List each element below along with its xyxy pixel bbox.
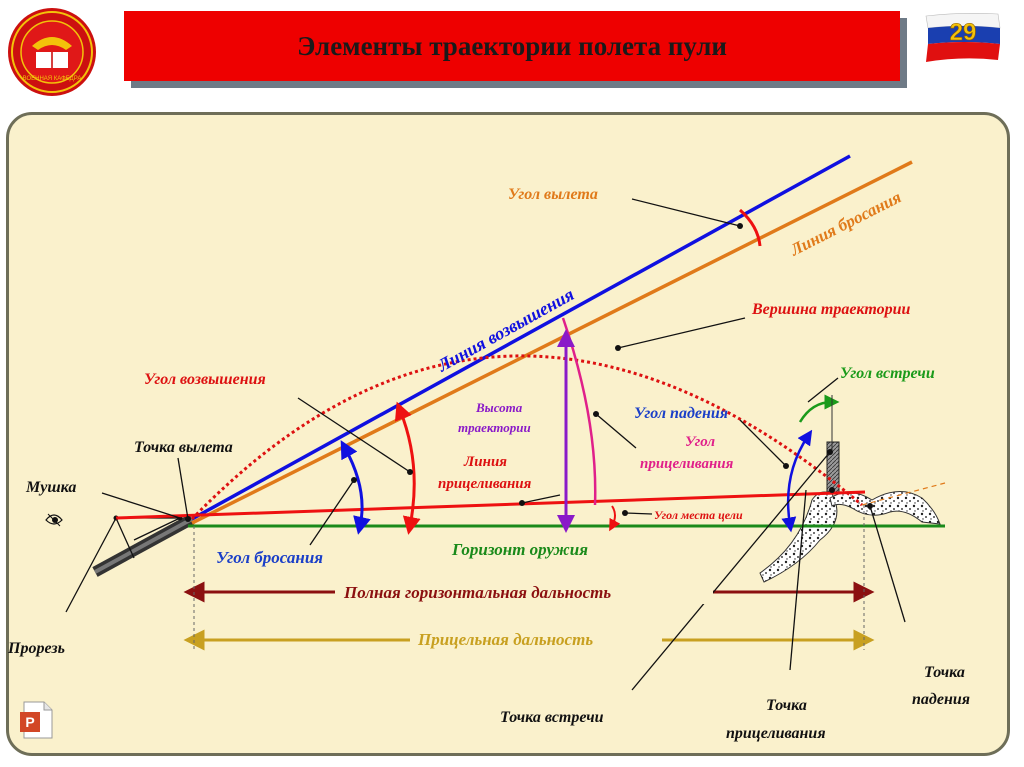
label-aiming-angle-line1: Угол [685, 434, 715, 450]
marker-points [185, 223, 873, 522]
elevation-angle-point [407, 469, 413, 475]
departure-point [185, 516, 191, 522]
sight-frame-1 [115, 517, 135, 559]
leader-front-sight [101, 492, 181, 519]
leader-departure-point [177, 457, 189, 520]
leader-impact-point [869, 505, 906, 623]
aim-point [829, 487, 835, 493]
leader-target-elevation [624, 512, 653, 515]
russian-flag-slide-number: 29 [925, 13, 1001, 62]
summit-point [615, 345, 621, 351]
leader-aiming-angle [595, 413, 637, 449]
fall-angle-arc [781, 429, 813, 533]
meeting-point [827, 449, 833, 455]
departure-angle-point [737, 223, 743, 229]
full-range-label-bg [335, 580, 713, 604]
elevation-line [191, 154, 851, 521]
label-summit: Вершина траектории [751, 301, 910, 318]
label-meeting-point: Точка встречи [500, 709, 604, 726]
label-height-line2: траектории [458, 420, 531, 435]
meeting-angle-arc [798, 394, 840, 423]
label-impact-point-line1: Точка [924, 664, 965, 681]
label-full-range: Полная горизонтальная дальность [343, 583, 611, 602]
leader-meeting-point [631, 451, 831, 691]
departure-angle-arc [738, 208, 762, 247]
label-aim-point-line2: прицеливания [726, 725, 826, 742]
leader-departure-angle [631, 198, 741, 227]
leader-fall-angle [739, 419, 787, 467]
label-fall-angle: Угол падения [634, 405, 728, 422]
elevation-angle-arc [394, 401, 421, 535]
label-impact-point-line2: падения [912, 691, 970, 708]
label-throwing-line: Линия бросания [786, 187, 904, 260]
leader-throwing-angle [309, 479, 355, 546]
svg-text:ВОЕННАЯ КАФЕДРА: ВОЕННАЯ КАФЕДРА [23, 76, 82, 82]
leader-meeting-angle [807, 377, 839, 403]
label-meeting-angle: Угол встречи [840, 365, 935, 382]
label-aiming-angle-line2: прицеливания [640, 456, 734, 472]
slide-number: 29 [950, 19, 977, 46]
sight-frame-2 [133, 517, 181, 541]
label-departure-angle: Угол вылета [508, 186, 598, 203]
label-elevation-angle: Угол возвышения [144, 371, 266, 388]
target-elevation-angle-arc [609, 505, 621, 532]
leader-rear-sight [65, 517, 117, 613]
military-department-emblem: ВОЕННАЯ КАФЕДРА [8, 8, 96, 96]
leader-elevation-angle [297, 397, 411, 473]
label-height-line1: Высота [475, 400, 523, 415]
aim-range-label-bg [410, 628, 662, 652]
label-aiming-line-line2: прицеливания [438, 476, 532, 492]
leader-lines [65, 198, 906, 691]
throwing-angle-point [351, 477, 357, 483]
throwing-angle-arc [340, 440, 371, 535]
label-elevation-line: Линия возвышения [433, 284, 577, 376]
target-elevation-point [622, 510, 628, 516]
svg-text:P: P [25, 714, 34, 730]
leader-summit [617, 317, 746, 349]
aiming-line [115, 490, 866, 520]
label-aim-point-line1: Точка [766, 697, 807, 714]
label-target-elevation-angle: Угол места цели [654, 508, 743, 522]
leader-aiming-line [521, 494, 561, 504]
impact-point [867, 503, 873, 509]
weapon-barrel-highlight [94, 517, 193, 574]
terrain-ridge [829, 491, 941, 525]
label-departure-point: Точка вылета [134, 439, 233, 456]
page-title: Элементы траектории полета пули [297, 30, 727, 61]
label-throwing-angle: Угол бросания [216, 548, 323, 567]
label-weapon-horizon: Горизонт оружия [451, 540, 588, 559]
aiming-angle-point [593, 411, 599, 417]
throwing-line [191, 160, 913, 525]
label-aiming-line-line1: Линия [463, 454, 507, 470]
aiming-line-point [519, 500, 525, 506]
leader-aim-point [789, 489, 807, 671]
label-aim-range: Прицельная дальность [417, 630, 593, 649]
bullet-trajectory [190, 354, 863, 521]
fall-angle-point [783, 463, 789, 469]
eye-icon [45, 513, 63, 527]
label-rear-sight: Прорезь [7, 640, 65, 657]
label-front-sight: Мушка [25, 479, 76, 496]
title-bar: Элементы траектории полета пули [124, 11, 900, 81]
aiming-angle-arc [561, 317, 597, 506]
powerpoint-icon[interactable]: P [18, 700, 56, 740]
